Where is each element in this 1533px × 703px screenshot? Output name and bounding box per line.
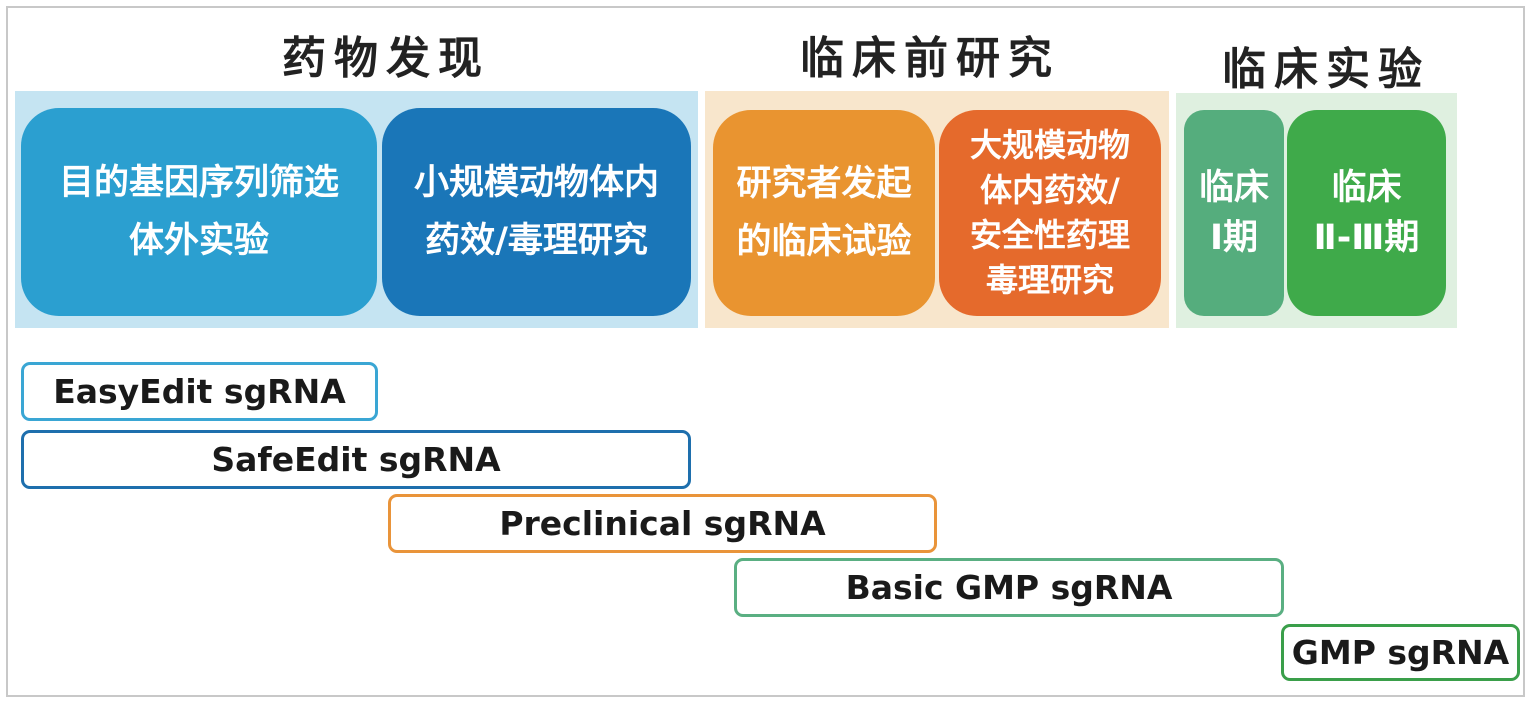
phase-title-preclinical: 临床前研究 <box>800 33 1060 84</box>
card-phase2-3: 临床 Ⅱ-Ⅲ期 <box>1287 110 1446 316</box>
product-bar-preclinical: Preclinical sgRNA <box>388 494 937 553</box>
product-bar-basic-gmp: Basic GMP sgRNA <box>734 558 1284 617</box>
product-bar-gmp: GMP sgRNA <box>1281 624 1520 681</box>
phase-title-discovery: 药物发现 <box>282 33 490 84</box>
diagram-frame <box>6 6 1525 697</box>
card-large-animal: 大规模动物 体内药效/ 安全性药理 毒理研究 <box>939 110 1161 316</box>
card-screening: 目的基因序列筛选 体外实验 <box>21 108 377 316</box>
card-phase1: 临床 Ⅰ期 <box>1184 110 1284 316</box>
phase-title-clinical: 临床实验 <box>1222 44 1430 95</box>
card-investigator: 研究者发起 的临床试验 <box>713 110 935 316</box>
card-small-animal: 小规模动物体内 药效/毒理研究 <box>382 108 691 316</box>
product-bar-easyedit: EasyEdit sgRNA <box>21 362 378 421</box>
product-bar-safeedit: SafeEdit sgRNA <box>21 430 691 489</box>
